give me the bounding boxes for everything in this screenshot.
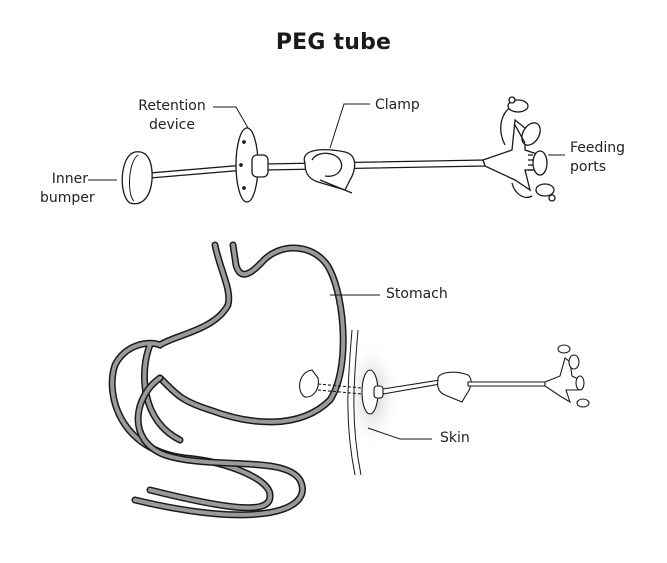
placed-peg-tube [299, 344, 590, 415]
label-inner-bumper: Inner bumper [40, 170, 95, 208]
label-retention-device: Retention device [130, 97, 214, 135]
cap-top [500, 96, 529, 146]
label-clamp: Clamp [375, 97, 420, 113]
diagram-title: PEG tube [275, 30, 392, 55]
clamp-icon [303, 149, 356, 194]
port-lower [528, 150, 548, 176]
retention-device-icon [235, 127, 269, 203]
inner-bumper-icon [121, 151, 153, 205]
label-feeding-line1: Feeding [570, 140, 626, 156]
tube-right [264, 159, 486, 171]
leader-skin [367, 427, 432, 440]
label-inner-line1: Inner [51, 171, 88, 187]
label-skin: Skin [440, 430, 470, 446]
feeding-ports-icon [482, 96, 556, 202]
skin-wall [347, 329, 362, 476]
label-inner-line2: bumper [40, 190, 95, 206]
label-stomach: Stomach [386, 286, 448, 302]
tube [149, 164, 246, 179]
label-retention-line2: device [149, 117, 195, 133]
port-upper [514, 122, 541, 146]
leader-retention [213, 106, 249, 129]
label-feeding-ports: Feeding ports [570, 139, 625, 177]
label-retention-line1: Retention [138, 98, 206, 114]
anatomy [108, 241, 590, 519]
peg-tube-device [121, 96, 556, 205]
leader-lines-top [88, 103, 565, 181]
leader-lines-bottom [330, 294, 432, 440]
label-feeding-line2: ports [570, 159, 606, 175]
cap-bottom [511, 182, 556, 202]
leader-clamp [329, 103, 370, 149]
